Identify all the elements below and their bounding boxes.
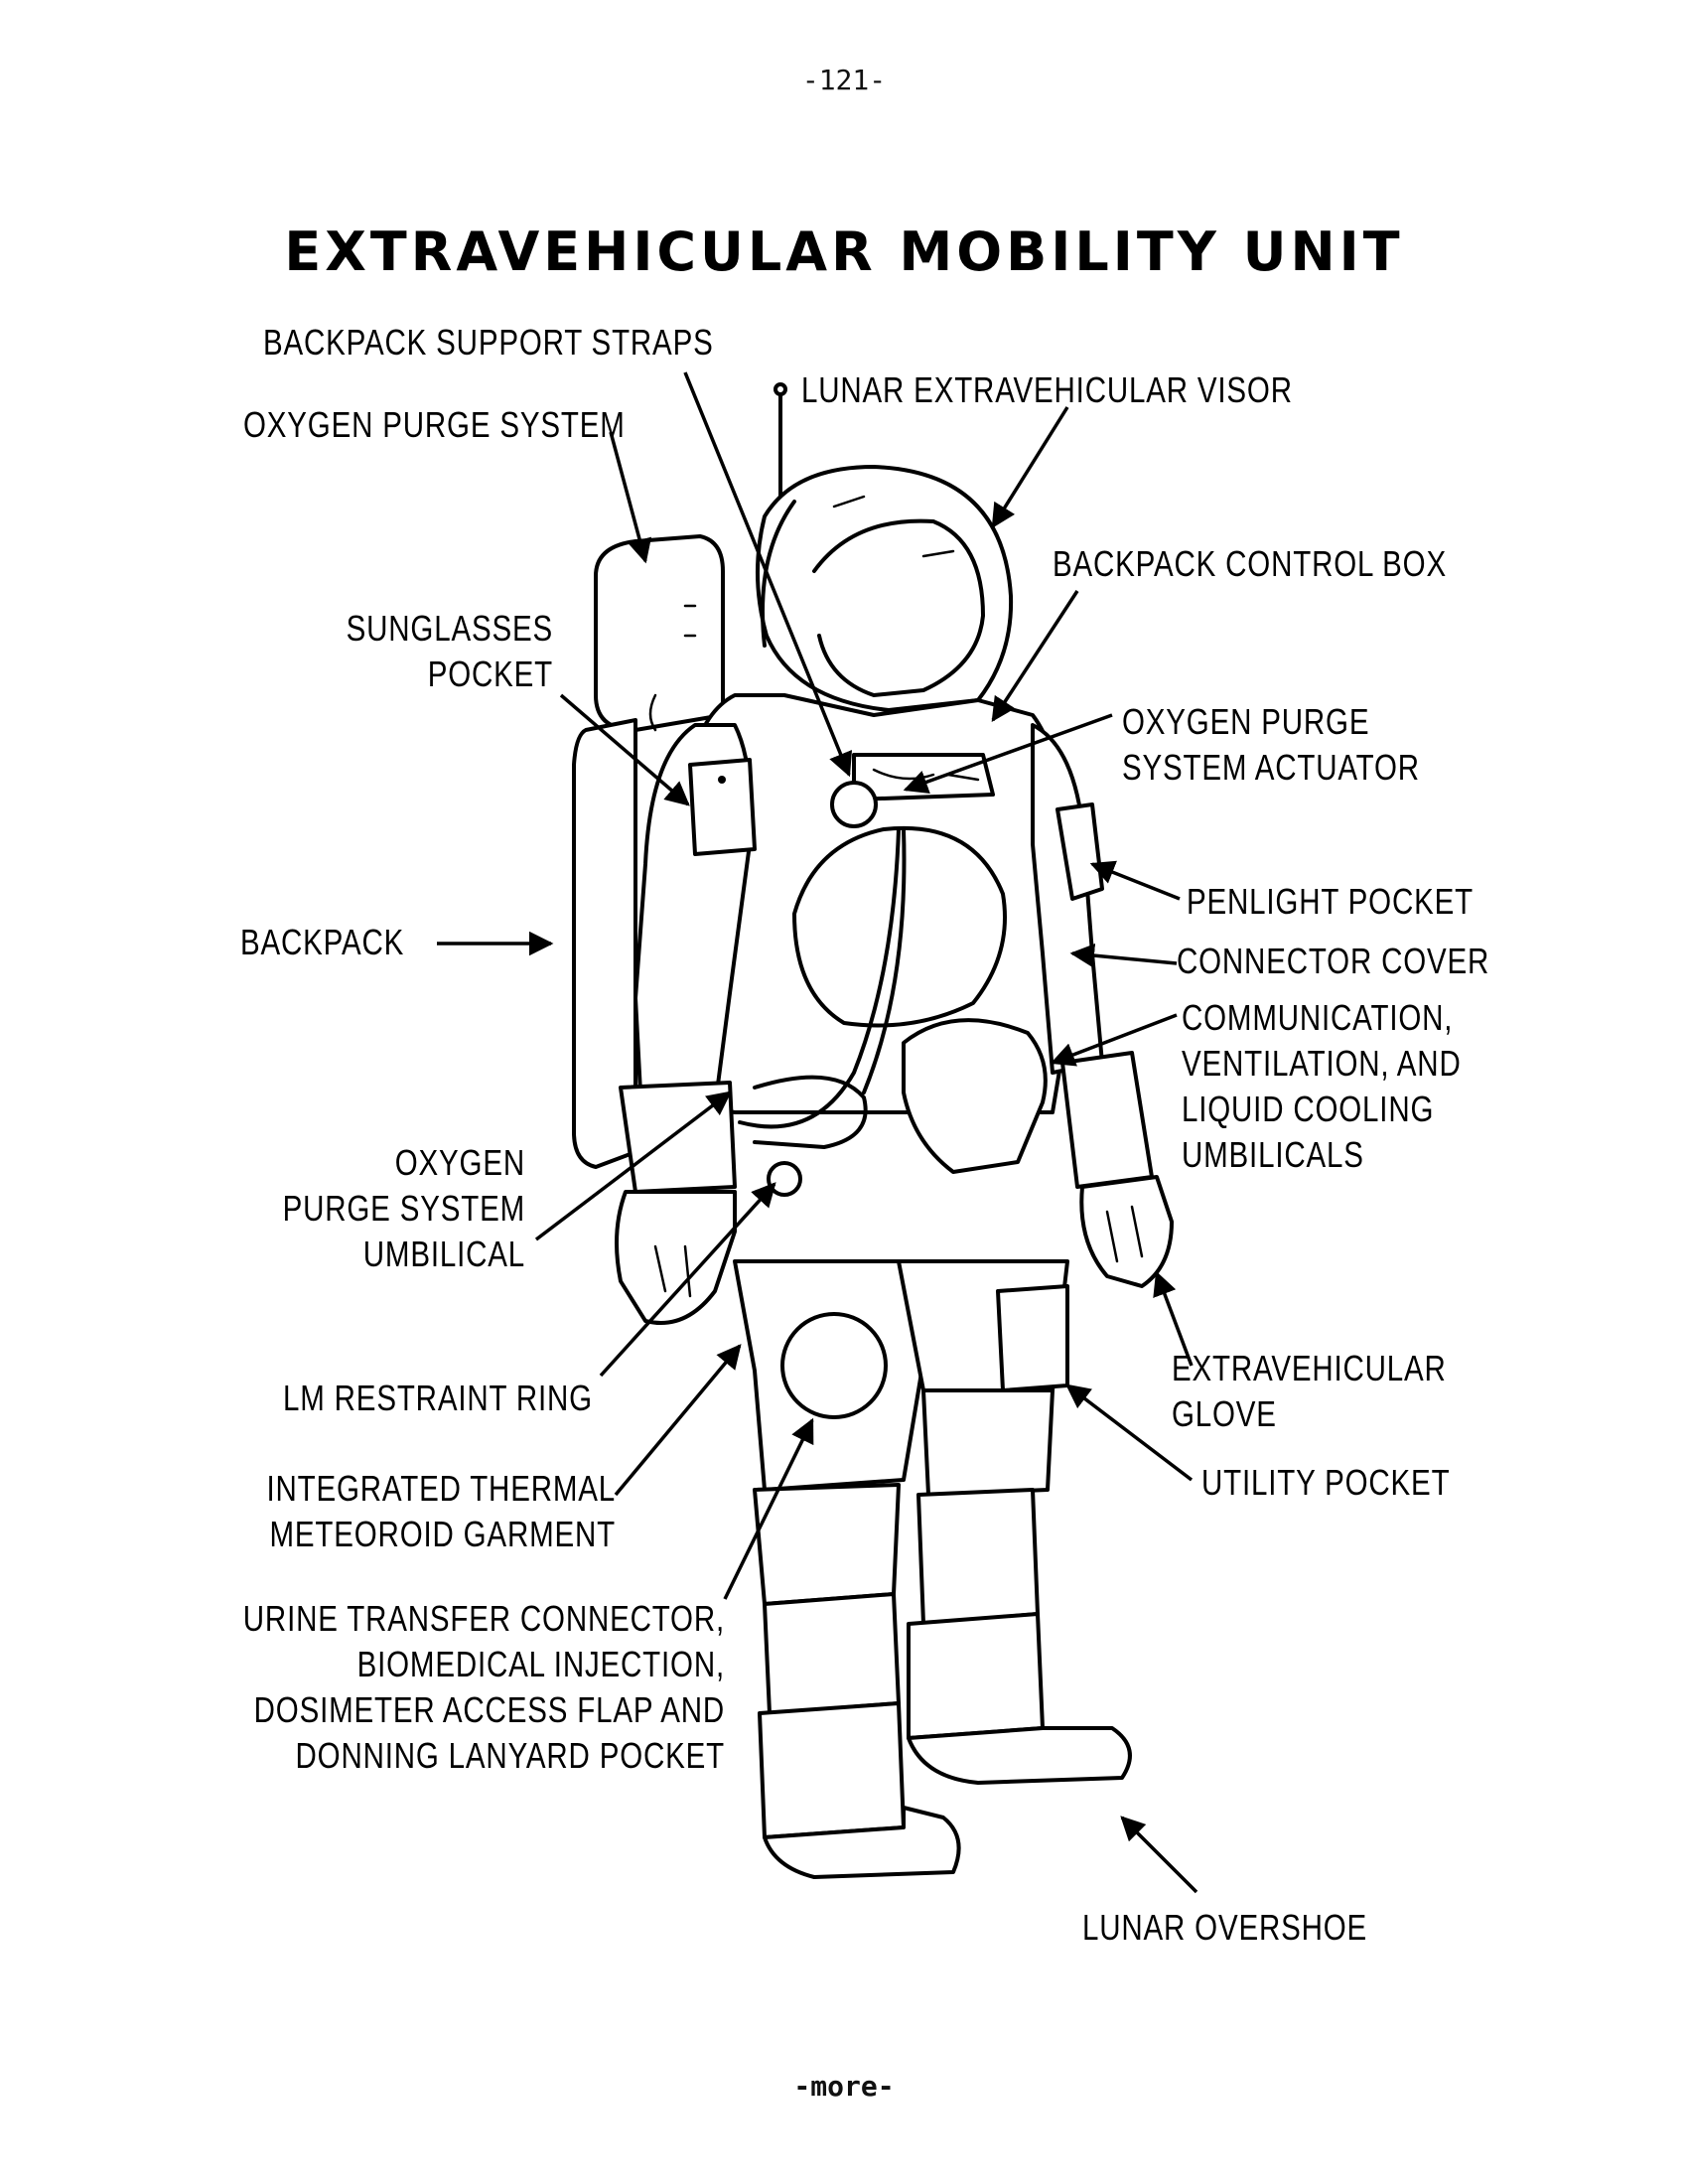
- label-oxygen-purge-system-actuator: OXYGEN PURGE SYSTEM ACTUATOR: [1122, 701, 1420, 788]
- label-sunglasses-pocket: SUNGLASSES POCKET: [346, 608, 553, 694]
- label-oxygen-purge-system: OXYGEN PURGE SYSTEM: [243, 404, 626, 445]
- label-lunar-extravehicular-visor: LUNAR EXTRAVEHICULAR VISOR: [801, 369, 1293, 410]
- label-urine-transfer-connector: URINE TRANSFER CONNECTOR, BIOMEDICAL INJ…: [242, 1598, 725, 1776]
- label-extravehicular-glove: EXTRAVEHICULAR GLOVE: [1172, 1348, 1447, 1434]
- page-footer: -more-: [793, 2070, 895, 2103]
- page-title: EXTRAVEHICULAR MOBILITY UNIT: [284, 220, 1404, 283]
- label-penlight-pocket: PENLIGHT POCKET: [1187, 881, 1474, 922]
- lm-restraint-ring-illustration: [767, 1161, 802, 1197]
- umbilical-hose-illustration: [738, 827, 901, 1129]
- right-leg-illustration: [897, 1259, 1132, 1785]
- label-connector-cover: CONNECTOR COVER: [1177, 941, 1490, 981]
- left-leg-illustration: [733, 1259, 961, 1879]
- label-oxygen-purge-system-umbilical: OXYGEN PURGE SYSTEM UMBILICAL: [282, 1142, 525, 1274]
- leader-lines: [437, 371, 1198, 1894]
- helmet-illustration: [756, 465, 1014, 712]
- label-lunar-overshoe: LUNAR OVERSHOE: [1082, 1907, 1368, 1948]
- label-utility-pocket: UTILITY POCKET: [1201, 1462, 1451, 1503]
- label-backpack-support-straps: BACKPACK SUPPORT STRAPS: [263, 322, 714, 363]
- label-backpack: BACKPACK: [240, 922, 405, 962]
- label-integrated-thermal-meteoroid-garment: INTEGRATED THERMAL METEOROID GARMENT: [266, 1468, 616, 1554]
- page-number: -121-: [801, 64, 887, 96]
- label-umbilicals: COMMUNICATION, VENTILATION, AND LIQUID C…: [1182, 997, 1462, 1175]
- label-lm-restraint-ring: LM RESTRAINT RING: [283, 1378, 593, 1418]
- label-backpack-control-box: BACKPACK CONTROL BOX: [1053, 543, 1447, 584]
- backpack-illustration: [572, 534, 725, 1169]
- right-arm-illustration: [1031, 723, 1174, 1288]
